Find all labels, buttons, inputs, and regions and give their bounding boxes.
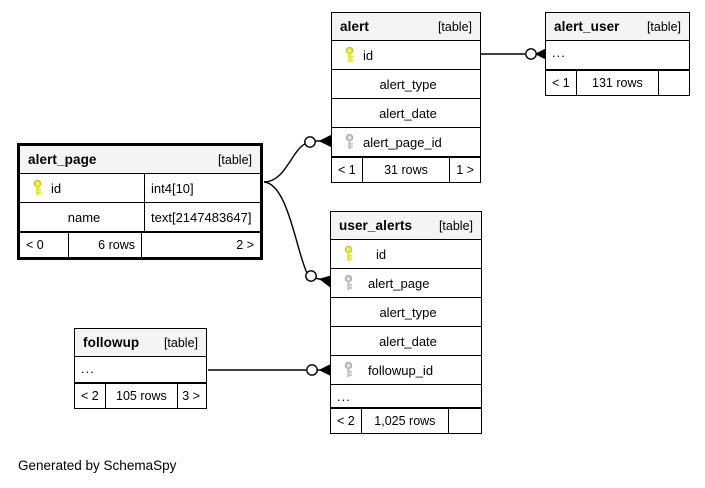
footer-child-count: 3 >: [182, 389, 200, 403]
table-user_alerts-tag: [table]: [438, 218, 473, 233]
table-followup-title: followup: [83, 335, 140, 350]
footer-parent-count: < 1: [338, 163, 356, 177]
table-alert_page-footer: < 0 6 rows 2 >: [20, 232, 260, 257]
column-label: alert_type: [379, 76, 437, 92]
table-alert[interactable]: alert [table] id alert_type: [331, 12, 481, 183]
footer-child-count: [659, 71, 689, 95]
table-alert-column-alert_date[interactable]: alert_date: [332, 99, 480, 128]
table-alert-column-alert_type[interactable]: alert_type: [332, 70, 480, 99]
footer-row-count: 1,025 rows: [360, 409, 449, 433]
column-cell: ...: [75, 357, 206, 382]
table-alert-column-id[interactable]: id: [332, 41, 480, 70]
column-label: id: [51, 180, 62, 196]
table-user_alerts-column-alert_date[interactable]: alert_date: [331, 327, 481, 356]
table-followup-footer: < 2 105 rows 3 >: [75, 383, 206, 408]
table-followup-column-ellipsis[interactable]: ...: [75, 357, 206, 383]
column-cell: alert_page: [331, 269, 481, 297]
column-label: ...: [552, 45, 566, 60]
footer-row-count: 131 rows: [575, 71, 659, 95]
column-cell: ...: [546, 41, 689, 69]
table-alert_page-header: alert_page [table]: [20, 146, 260, 174]
column-label: alert_date: [379, 333, 437, 349]
footer-parent-count: < 2: [81, 389, 99, 403]
table-user_alerts-column-ellipsis[interactable]: ...: [331, 385, 481, 408]
edge-alert_page-to-alert: [263, 134, 332, 183]
column-cell: followup_id: [331, 356, 481, 384]
column-cell: id: [331, 240, 481, 268]
table-alert-header: alert [table]: [332, 13, 480, 41]
foreign-key-icon: [338, 362, 358, 378]
table-followup-header: followup [table]: [75, 329, 206, 357]
table-alert_user-title: alert_user: [554, 19, 620, 34]
table-followup-tag: [table]: [163, 335, 198, 350]
table-user_alerts-header: user_alerts [table]: [331, 212, 481, 240]
table-alert_page-title: alert_page: [28, 152, 97, 167]
table-alert_page-column-name[interactable]: name text[2147483647]: [20, 203, 260, 232]
footer-child-count: 2 >: [236, 238, 254, 252]
column-cell: alert_date: [332, 99, 480, 127]
table-followup[interactable]: followup [table] ... < 2 105 rows 3 >: [74, 328, 207, 409]
column-cell: ...: [331, 385, 481, 407]
column-label: followup_id: [368, 362, 434, 378]
table-alert_user-footer: < 1 131 rows: [546, 70, 689, 95]
table-alert-column-alert_page_id[interactable]: alert_page_id: [332, 128, 480, 157]
column-cell: id: [332, 41, 480, 69]
column-type: int4[10]: [144, 174, 260, 202]
table-alert-tag: [table]: [437, 19, 472, 34]
column-cell: alert_page_id: [332, 128, 480, 156]
column-type: text[2147483647]: [144, 203, 260, 231]
column-cell: alert_type: [331, 298, 481, 326]
diagram-caption: Generated by SchemaSpy: [18, 458, 177, 473]
table-alert_user-tag: [table]: [646, 19, 681, 34]
column-cell: alert_type: [332, 70, 480, 98]
column-cell: id: [20, 174, 144, 202]
table-alert_user-column-ellipsis[interactable]: ...: [546, 41, 689, 70]
column-cell: name: [20, 203, 144, 231]
table-alert-title: alert: [340, 19, 370, 34]
edge-followup-to-user_alerts: [208, 363, 332, 377]
column-label: id: [363, 47, 374, 63]
table-user_alerts-column-followup_id[interactable]: followup_id: [331, 356, 481, 385]
footer-row-count: 105 rows: [104, 384, 178, 408]
column-label: alert_page: [368, 275, 430, 291]
footer-row-count: 31 rows: [361, 158, 451, 182]
foreign-key-icon: [339, 134, 359, 150]
table-user_alerts-column-alert_page[interactable]: alert_page: [331, 269, 481, 298]
table-user_alerts-title: user_alerts: [339, 218, 413, 233]
table-user_alerts[interactable]: user_alerts [table] id: [330, 211, 482, 434]
footer-parent-count: < 1: [552, 76, 570, 90]
table-alert_page-tag: [table]: [217, 152, 252, 167]
column-label: name: [67, 209, 101, 225]
column-label: ...: [81, 361, 95, 376]
table-alert_page[interactable]: alert_page [table] id int4[10]: [17, 143, 263, 260]
footer-parent-count: < 0: [26, 238, 44, 252]
edge-alert-to-alert_user: [481, 47, 548, 61]
footer-child-count: [449, 409, 481, 433]
primary-key-icon: [27, 180, 47, 196]
footer-row-count: 6 rows: [68, 233, 142, 257]
primary-key-icon: [338, 246, 358, 262]
table-user_alerts-footer: < 2 1,025 rows: [331, 408, 481, 433]
footer-child-count: 1 >: [456, 163, 474, 177]
table-alert_user[interactable]: alert_user [table] ... < 1 131 rows: [545, 12, 690, 96]
footer-parent-count: < 2: [337, 414, 355, 428]
table-alert_page-column-id[interactable]: id int4[10]: [20, 174, 260, 203]
primary-key-icon: [339, 47, 359, 63]
table-alert_user-header: alert_user [table]: [546, 13, 689, 41]
column-cell: alert_date: [331, 327, 481, 355]
edge-alert_page-to-user_alerts: [263, 181, 333, 288]
column-label: alert_type: [379, 304, 437, 320]
column-label: alert_date: [379, 105, 437, 121]
foreign-key-icon: [338, 275, 358, 291]
table-user_alerts-column-alert_type[interactable]: alert_type: [331, 298, 481, 327]
table-alert-footer: < 1 31 rows 1 >: [332, 157, 480, 182]
table-user_alerts-column-id[interactable]: id: [331, 240, 481, 269]
column-label: alert_page_id: [363, 134, 442, 150]
column-label: ...: [337, 389, 351, 404]
column-label: id: [376, 246, 387, 262]
